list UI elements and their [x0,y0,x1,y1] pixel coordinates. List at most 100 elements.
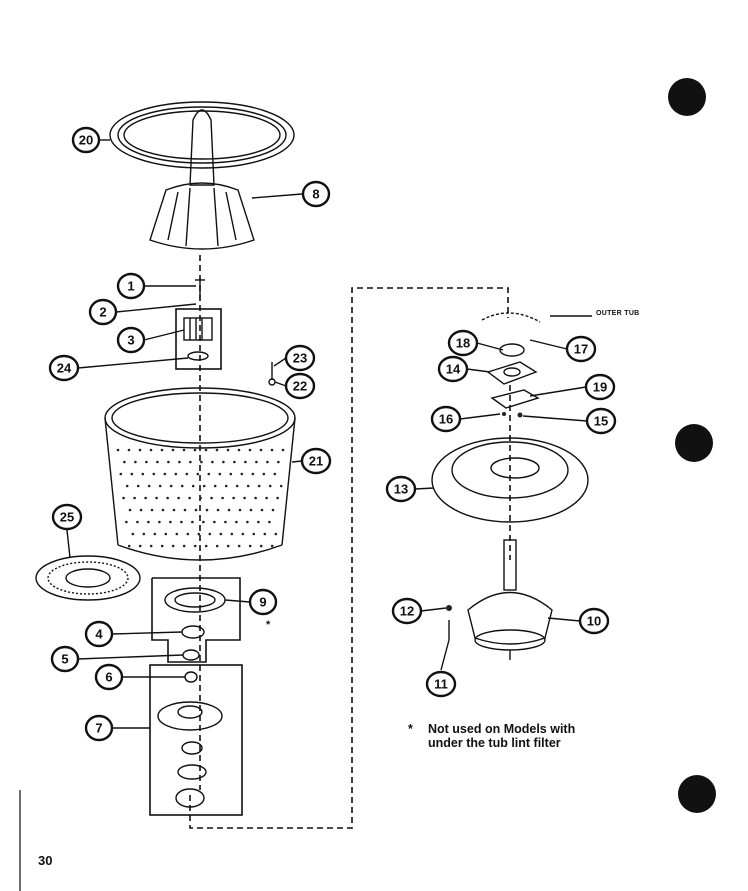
perforation-dot [127,448,131,452]
perforation-dot [169,484,173,488]
callout-18: 18 [447,329,479,357]
perforation-dot [218,472,222,476]
perforation-dot [224,484,228,488]
perforation-dot [232,496,235,500]
perforation-dot [226,544,230,548]
callout-2-label: 2 [99,305,106,320]
perforation-dot [136,520,139,524]
callout-15-label: 15 [594,414,608,429]
perforation-dot [268,520,271,524]
perforation-dot [194,508,198,512]
outer-tub-fragment [481,312,592,323]
perforation-dot [147,520,150,524]
perforation-dot [221,496,224,500]
perforation-dot [237,544,241,548]
perforation-dot [215,448,219,452]
perforation-dot [199,496,202,500]
callout-19: 19 [584,373,616,401]
perforation-dot [271,508,275,512]
callout-24: 24 [48,354,80,382]
callout-5: 5 [50,645,80,673]
perforation-dot [193,544,197,548]
perforation-dot [174,472,178,476]
perforation-dot [270,544,274,548]
perforation-dot [259,448,263,452]
perforation-dot [246,520,249,524]
perforation-dot [202,484,206,488]
perforation-dot [171,448,175,452]
perforation-dot [180,484,184,488]
callout-5-label: 5 [61,652,68,667]
perforation-dot [125,484,129,488]
perforation-dot [263,532,267,536]
callout-15: 15 [585,407,617,435]
perforation-dot [238,508,242,512]
perforation-dot [213,484,217,488]
perforation-dot [182,448,186,452]
perforation-dot [131,532,135,536]
callout-4-label: 4 [95,627,103,642]
callout-13: 13 [385,475,417,503]
callout-3-label: 3 [127,333,134,348]
perforation-dot [189,460,192,464]
perforation-dot [240,472,244,476]
perforation-dot [202,520,205,524]
callout-24-label: 24 [57,361,72,376]
callout-21-label: 21 [309,454,323,469]
perforation-dot [138,544,142,548]
perforation-dot [183,508,187,512]
perforation-dot [208,532,212,536]
perforation-dot [230,532,234,536]
perforation-dot [277,460,280,464]
perforation-dot [156,460,159,464]
perforation-dot [276,496,279,500]
perforation-dot [158,484,162,488]
footnote-marker: * [408,722,413,736]
perforation-dot [197,532,201,536]
perforation-dot [155,496,158,500]
perforation-dot [175,532,179,536]
washer-part [182,649,200,661]
perforation-dot [248,544,252,548]
perforation-dot [180,520,183,524]
basket-perforations [116,448,285,548]
perforation-dot [142,532,146,536]
hub-gasket-part [164,587,226,613]
hub-assembly-part [157,701,223,808]
perforation-dot [139,508,143,512]
nut-part [184,671,198,683]
perforation-dot [200,460,203,464]
perforation-dot [219,532,223,536]
callout-12: 12 [391,597,423,625]
perforation-dot [172,508,176,512]
perforation-dot [171,544,175,548]
callout-11-label: 11 [434,677,448,692]
bearing-kit-box [149,664,243,816]
perforation-dot [246,484,250,488]
callout-4: 4 [84,620,114,648]
drive-block-box [175,308,222,370]
perforation-dot [270,448,274,452]
perforation-dot [160,544,164,548]
callout-20-label: 20 [79,133,93,148]
perforation-dot [141,472,145,476]
footnote-text: Not used on Models with under the tub li… [428,722,576,750]
perforation-dot [227,508,231,512]
perforation-dot [243,496,246,500]
callout-18-label: 18 [456,336,470,351]
perforation-dot [226,448,230,452]
perforation-dot [262,472,266,476]
perforation-dot [130,472,134,476]
tub-cover-part [431,437,589,523]
callout-2: 2 [88,298,118,326]
perforation-dot [160,448,164,452]
callout-21: 21 [300,447,332,475]
callout-10: 10 [578,607,610,635]
perforation-dot [145,460,148,464]
perforation-dot [204,544,208,548]
perforation-dot [150,508,154,512]
seal-part [181,625,205,639]
perforation-dot [167,460,170,464]
perforation-dot [128,508,132,512]
